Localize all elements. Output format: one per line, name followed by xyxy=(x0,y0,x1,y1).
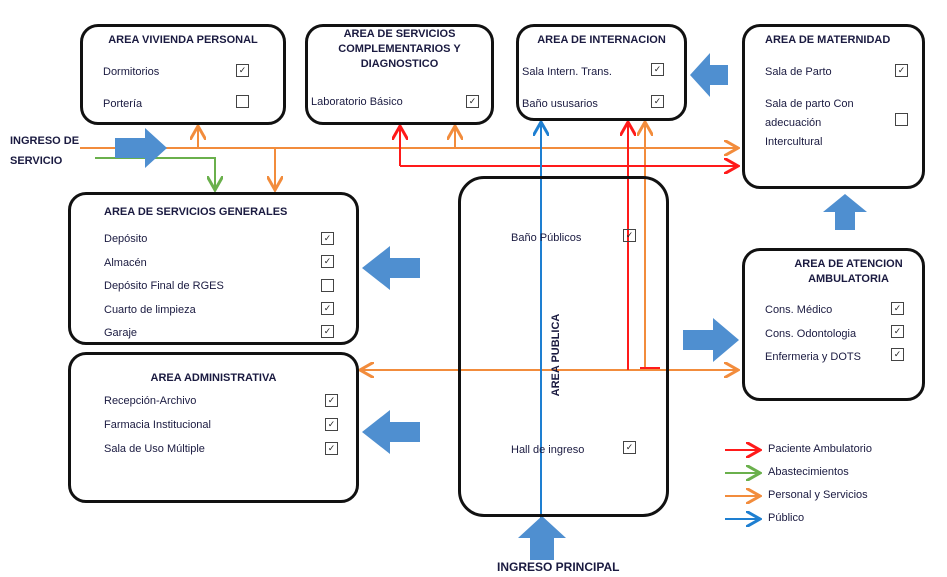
legend-item: Personal y Servicios xyxy=(768,489,868,501)
arrow-right-icon xyxy=(683,318,739,362)
area-title: AREA DE SERVICIOS COMPLEMENTARIOS Y DIAG… xyxy=(338,28,461,70)
item-label: Recepción-Archivo xyxy=(104,395,197,407)
arrow-left-icon xyxy=(362,246,420,290)
checkbox[interactable]: ✓ xyxy=(325,442,338,455)
checkbox[interactable]: ✓ xyxy=(651,95,664,108)
area-servicios-generales: AREA DE SERVICIOS GENERALES Depósito ✓ A… xyxy=(68,192,359,345)
arrow-left-icon xyxy=(362,410,420,454)
item-label: Laboratorio Básico xyxy=(311,96,403,108)
ingreso-principal-label: INGRESO PRINCIPAL xyxy=(497,560,620,574)
checkbox[interactable]: ✓ xyxy=(325,418,338,431)
checkbox[interactable]: ✓ xyxy=(651,63,664,76)
area-complementarios: AREA DE SERVICIOS COMPLEMENTARIOS Y DIAG… xyxy=(305,24,494,125)
checkbox[interactable]: ✓ xyxy=(466,95,479,108)
item-label: Sala de Parto xyxy=(765,66,832,78)
item-label: Cons. Médico xyxy=(765,304,833,316)
area-title: AREA VIVIENDA PERSONAL xyxy=(108,34,258,46)
checkbox[interactable]: ✓ xyxy=(325,394,338,407)
big-arrows xyxy=(115,53,867,560)
arrow-up-icon xyxy=(823,194,867,230)
checkbox[interactable]: ✓ xyxy=(623,441,636,454)
item-label: Garaje xyxy=(104,327,138,339)
area-ambulatoria: AREA DE ATENCION AMBULATORIA Cons. Médic… xyxy=(742,248,925,401)
ingreso-servicio-label: INGRESO DE SERVICIO xyxy=(10,135,80,167)
legend-item: Abastecimientos xyxy=(768,466,849,478)
checkbox[interactable]: ✓ xyxy=(891,302,904,315)
item-label: Baño Públicos xyxy=(511,232,582,244)
area-maternidad: AREA DE MATERNIDAD Sala de Parto ✓ Sala … xyxy=(742,24,925,189)
checkbox[interactable] xyxy=(321,279,334,292)
item-label: Sala Intern. Trans. xyxy=(522,66,612,78)
area-administrativa: AREA ADMINISTRATIVA Recepción-Archivo ✓ … xyxy=(68,352,359,503)
item-label: Depósito xyxy=(104,233,148,245)
item-label: Farmacia Institucional xyxy=(104,419,211,431)
arrow-right-icon xyxy=(115,128,167,168)
legend-lines xyxy=(725,450,760,519)
item-label: Sala de Uso Múltiple xyxy=(104,443,205,455)
item-label: Cons. Odontologia xyxy=(765,328,857,340)
item-label: Cuarto de limpieza xyxy=(104,304,196,316)
area-title: AREA ADMINISTRATIVA xyxy=(150,372,277,384)
abastecimientos-lines xyxy=(95,157,215,190)
area-title: AREA DE SERVICIOS GENERALES xyxy=(104,206,288,218)
item-label: Sala de parto Con adecuación Intercultur… xyxy=(765,98,854,148)
arrow-up-icon xyxy=(518,516,566,560)
checkbox[interactable]: ✓ xyxy=(321,232,334,245)
checkbox[interactable]: ✓ xyxy=(321,302,334,315)
checkbox[interactable]: ✓ xyxy=(321,255,334,268)
area-title: AREA DE ATENCION AMBULATORIA xyxy=(794,258,903,285)
legend-item: Público xyxy=(768,512,805,524)
checkbox[interactable]: ✓ xyxy=(895,64,908,77)
area-title: AREA DE MATERNIDAD xyxy=(765,34,891,46)
item-label: Baño ususarios xyxy=(522,98,598,110)
area-vivienda: AREA VIVIENDA PERSONAL Dormitorios ✓ Por… xyxy=(80,24,286,125)
checkbox[interactable]: ✓ xyxy=(321,325,334,338)
area-internacion: AREA DE INTERNACION Sala Intern. Trans. … xyxy=(516,24,687,121)
legend-item: Paciente Ambulatorio xyxy=(768,443,872,455)
checkbox[interactable]: ✓ xyxy=(891,348,904,361)
area-publica: Baño Públicos ✓ Hall de ingreso ✓ AREA P… xyxy=(458,176,669,517)
checkbox[interactable]: ✓ xyxy=(623,229,636,242)
item-label: Almacén xyxy=(104,257,147,269)
checkbox[interactable] xyxy=(236,95,249,108)
item-label: Depósito Final de RGES xyxy=(104,280,224,292)
checkbox[interactable]: ✓ xyxy=(891,325,904,338)
checkbox[interactable] xyxy=(895,113,908,126)
area-title: AREA PUBLICA xyxy=(550,313,562,397)
arrow-left-icon xyxy=(690,53,728,97)
item-label: Enfermeria y DOTS xyxy=(765,351,861,363)
area-title: AREA DE INTERNACION xyxy=(537,34,666,46)
item-label: Portería xyxy=(103,98,143,110)
paciente-ambulatorio-lines xyxy=(400,122,738,370)
item-label: Hall de ingreso xyxy=(511,444,585,456)
item-label: Dormitorios xyxy=(103,66,160,78)
checkbox[interactable]: ✓ xyxy=(236,64,249,77)
